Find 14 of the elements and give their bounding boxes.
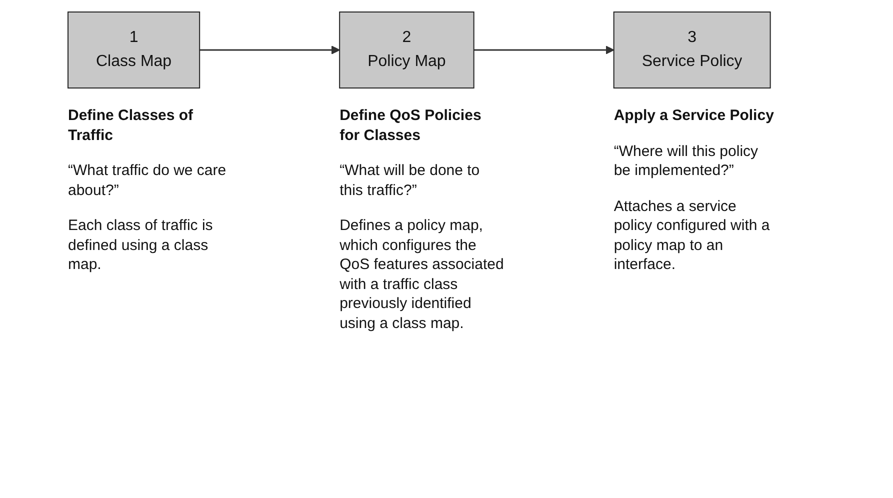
step-heading: Apply a Service Policy (614, 106, 775, 126)
question-text: “What traffic do we care about?” (68, 161, 228, 200)
node-box: 2 Policy Map (339, 12, 474, 88)
description-text: Defines a policy map, which configures the QoS features associated with a traffic class previously identified using a class map. (340, 216, 505, 333)
arrow (200, 46, 340, 54)
question-text: “What will be done to this traffic?” (340, 161, 481, 200)
step-heading: Define Classes of Traffic (68, 106, 194, 145)
description-text: Attaches a service policy configured with a policy map to an interface. (614, 196, 771, 274)
step-heading: Define QoS Policies for Classes (340, 106, 482, 145)
node-box: 3 Service Policy (613, 12, 771, 88)
node-box: 1 Class Map (68, 12, 200, 88)
question-text: “Where will this policy be implemented?” (614, 142, 760, 180)
description-text: Each class of traffic is defined using a class map. (68, 216, 214, 274)
arrow (474, 46, 614, 54)
